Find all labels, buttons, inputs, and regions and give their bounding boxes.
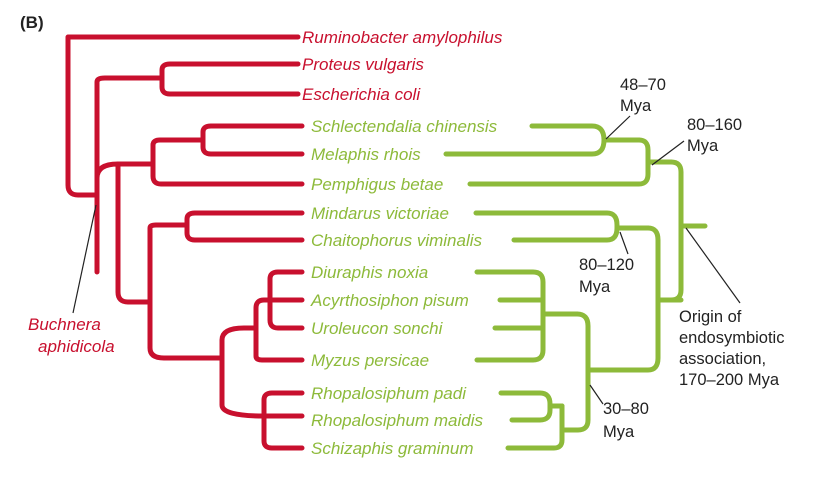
proteus-ecoli-node [159, 61, 301, 97]
buchnera-stem [94, 161, 153, 305]
annotation-48-70-range: 48–70 [620, 76, 666, 94]
taxon-label: Schizaphis graminum [311, 439, 474, 458]
group-label-line-1: Buchnera [28, 315, 101, 334]
taxon-label: Pemphigus betae [311, 175, 443, 194]
annotation-30-80-pointer [589, 384, 604, 405]
origin-annotation-line-2: endosymbiotic [679, 329, 784, 347]
aphidini-macrosiphini [219, 325, 267, 419]
pemphigus-right [467, 137, 674, 187]
annotation-80-160-pointer [651, 140, 685, 166]
origin-annotation-pointer [685, 227, 741, 304]
rhopalosiphum-right [498, 390, 565, 423]
annotation-80-160-range: 80–160 [687, 116, 742, 134]
taxon-label: Schlectendalia chinensis [311, 117, 498, 136]
annotation-48-70-unit: Mya [620, 97, 652, 115]
annotation-80-160-unit: Mya [687, 137, 719, 155]
panel-label: (B) [20, 13, 44, 32]
host-branches [65, 34, 305, 451]
rhopalosiphum-schizaphis [261, 390, 305, 451]
taxon-label: Chaitophorus viminalis [311, 231, 483, 250]
taxon-label: Diuraphis noxia [311, 263, 428, 282]
schizaphis-right [505, 403, 565, 451]
taxon-label: Mindarus victoriae [311, 204, 449, 223]
schlect-melaphis [200, 123, 305, 157]
symbiont-branches [443, 123, 708, 451]
taxon-label: Escherichia coli [302, 85, 421, 104]
root-right [668, 159, 708, 303]
taxon-label: Uroleucon sonchi [311, 319, 444, 338]
annotation-30-80-range: 30–80 [603, 400, 649, 418]
annotation-80-120-range: 80–120 [579, 256, 634, 274]
taxon-label: Myzus persicae [311, 351, 429, 370]
group-label-line-2: aphidicola [38, 337, 115, 356]
origin-annotation-line-1: Origin of [679, 308, 742, 326]
root-branch [65, 34, 301, 198]
mindarus-chaitophorus-right [473, 210, 651, 243]
annotation-80-120-unit: Mya [579, 278, 611, 296]
annotation-30-80-unit: Mya [603, 423, 635, 441]
origin-annotation-line-4: 170–200 Mya [679, 371, 780, 389]
buchnera-upper [115, 137, 305, 187]
annotation-80-120-pointer [619, 231, 629, 255]
diuraphis-acyrtho-uroleucon [267, 269, 305, 331]
buchnera-lower [147, 222, 225, 361]
aphidini-macrosiphini-right [559, 311, 641, 433]
macrosiphini [253, 297, 305, 363]
origin-annotation-line-3: association, [679, 350, 766, 368]
schlect-melaphis-right [443, 123, 642, 157]
taxon-label: Ruminobacter amylophilus [302, 28, 503, 47]
annotation-48-70-pointer [605, 115, 631, 140]
taxon-label: Rhopalosiphum padi [311, 384, 467, 403]
macrosiphini-right [474, 269, 580, 363]
mindarus-chaitophorus [184, 210, 305, 243]
group-label-pointer [72, 204, 97, 314]
taxon-label: Rhopalosiphum maidis [311, 411, 483, 430]
taxon-label: Melaphis rhois [311, 145, 421, 164]
taxon-label: Proteus vulgaris [302, 55, 424, 74]
taxon-label: Acyrthosiphon pisum [310, 291, 469, 310]
